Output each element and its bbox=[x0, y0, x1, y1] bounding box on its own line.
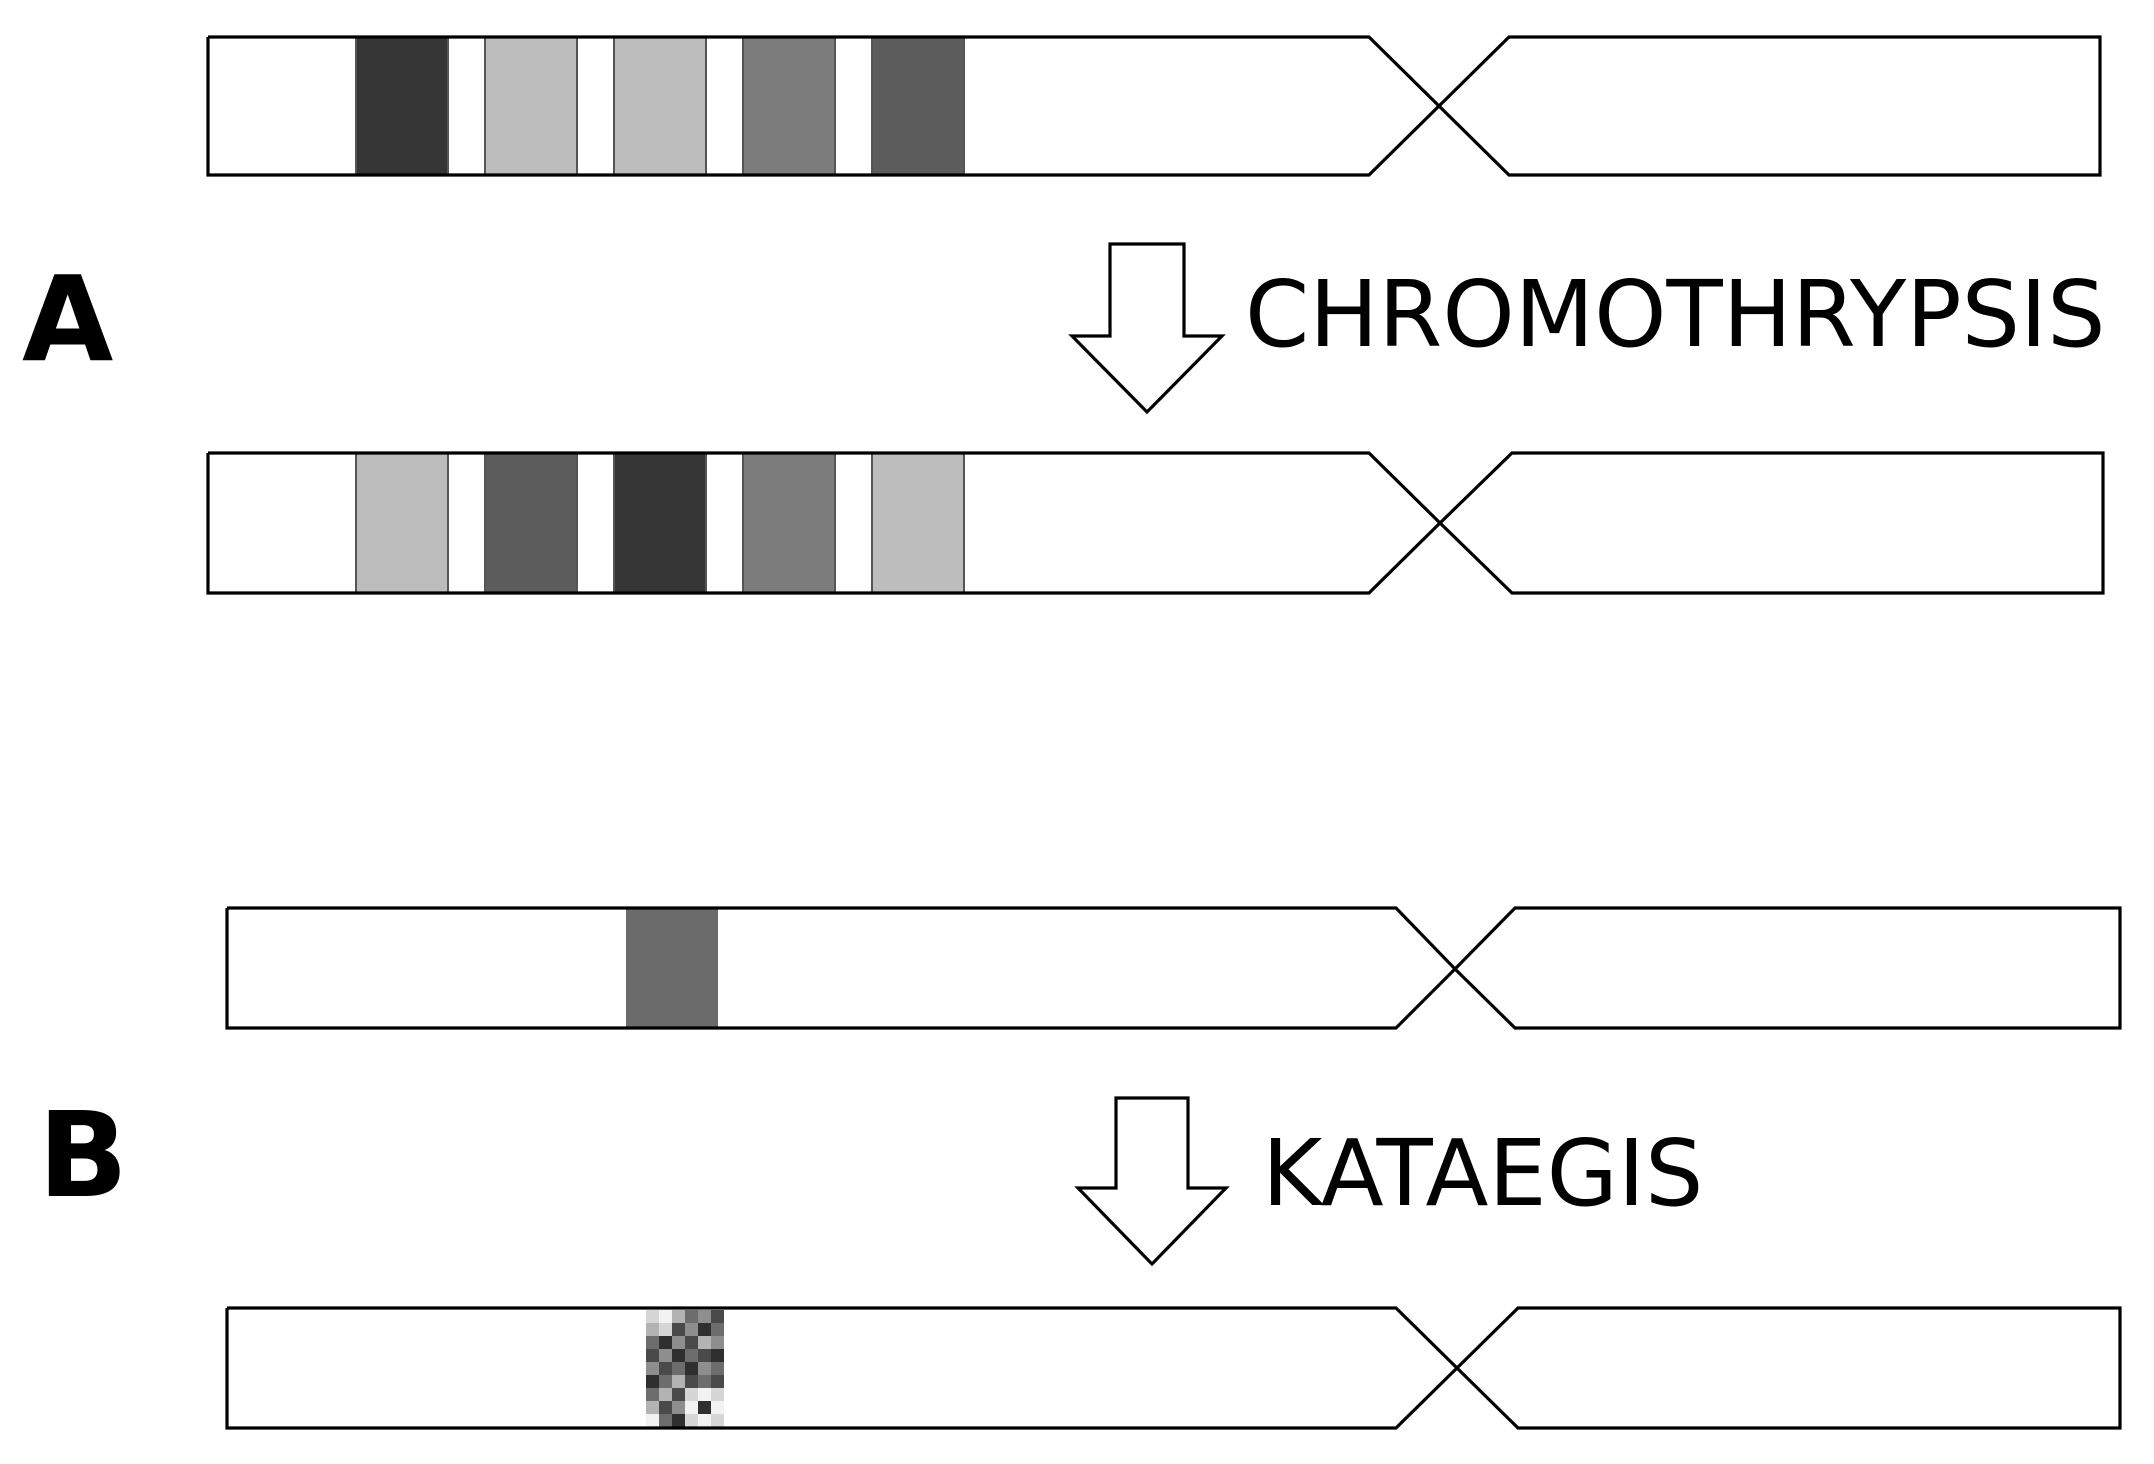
mutation-cell bbox=[646, 1349, 659, 1362]
mutation-cell bbox=[698, 1362, 711, 1375]
band-a-after-3 bbox=[613, 452, 707, 594]
mutation-cell bbox=[672, 1388, 685, 1401]
chromosome-a-after bbox=[206, 451, 2105, 595]
mutation-cell bbox=[646, 1414, 659, 1427]
mutation-cell bbox=[659, 1336, 672, 1349]
band-a-before-4 bbox=[742, 36, 836, 176]
panel-a-label: A bbox=[22, 250, 113, 388]
mutation-cell bbox=[659, 1362, 672, 1375]
kataegis-label: KATAEGIS bbox=[1262, 1120, 1703, 1227]
mutation-cell bbox=[711, 1362, 724, 1375]
band-a-after-5 bbox=[871, 452, 965, 594]
mutation-cell bbox=[698, 1388, 711, 1401]
mutation-cell bbox=[685, 1310, 698, 1323]
mutation-cell bbox=[672, 1349, 685, 1362]
mutation-cell bbox=[659, 1375, 672, 1388]
chromothrypsis-label: CHROMOTHRYPSIS bbox=[1245, 261, 2106, 368]
mutation-cell bbox=[659, 1349, 672, 1362]
mutation-cell bbox=[711, 1388, 724, 1401]
mutation-cell bbox=[711, 1375, 724, 1388]
mutation-cell bbox=[672, 1375, 685, 1388]
down-arrow-icon bbox=[1074, 1096, 1230, 1267]
mutation-cell bbox=[685, 1375, 698, 1388]
mutation-cell bbox=[659, 1310, 672, 1323]
chromosome-b-before-outline bbox=[225, 906, 2122, 1030]
mutation-cell bbox=[711, 1414, 724, 1427]
mutation-cell bbox=[685, 1349, 698, 1362]
mutation-cell bbox=[646, 1310, 659, 1323]
mutation-cell bbox=[646, 1323, 659, 1336]
mutation-cell bbox=[698, 1349, 711, 1362]
mutation-cell bbox=[672, 1336, 685, 1349]
mutation-cell bbox=[698, 1323, 711, 1336]
mutation-cell bbox=[646, 1388, 659, 1401]
chromothrypsis-arrow bbox=[1068, 242, 1226, 415]
mutation-cell bbox=[646, 1362, 659, 1375]
mutation-cell bbox=[711, 1323, 724, 1336]
mutation-cell bbox=[672, 1401, 685, 1414]
mutation-cell bbox=[698, 1375, 711, 1388]
kataegis-arrow bbox=[1074, 1096, 1230, 1267]
mutation-cell bbox=[672, 1323, 685, 1336]
chromosome-a-after-bands bbox=[355, 452, 965, 594]
band-a-before-3 bbox=[613, 36, 707, 176]
mutated-band bbox=[646, 1310, 724, 1427]
mutation-cell bbox=[659, 1401, 672, 1414]
band-a-after-2 bbox=[484, 452, 578, 594]
mutation-cell bbox=[698, 1310, 711, 1323]
band-a-before-5 bbox=[871, 36, 965, 176]
chromosome-a-before-bands bbox=[355, 36, 965, 176]
mutation-cell bbox=[659, 1323, 672, 1336]
mutation-cell bbox=[685, 1388, 698, 1401]
mutation-cell bbox=[685, 1362, 698, 1375]
mutation-cell bbox=[685, 1336, 698, 1349]
mutation-cell bbox=[685, 1401, 698, 1414]
band-a-before-1 bbox=[355, 36, 449, 176]
mutation-cell bbox=[672, 1310, 685, 1323]
mutation-cell bbox=[711, 1401, 724, 1414]
band-a-after-1 bbox=[355, 452, 449, 594]
mutation-cell bbox=[659, 1388, 672, 1401]
mutation-cell bbox=[711, 1349, 724, 1362]
chromosome-b-after-outline bbox=[225, 1306, 2122, 1430]
chromosome-b-before bbox=[225, 906, 2122, 1030]
mutation-cell bbox=[646, 1401, 659, 1414]
band-b-before bbox=[626, 908, 718, 1027]
chromosome-a-before-outline bbox=[206, 35, 2102, 177]
chromosome-b-after bbox=[225, 1306, 2122, 1430]
mutation-cell bbox=[711, 1310, 724, 1323]
panel-b-label: B bbox=[38, 1086, 128, 1224]
chromosome-a-after-outline bbox=[206, 451, 2105, 595]
mutation-cell bbox=[698, 1336, 711, 1349]
band-a-before-2 bbox=[484, 36, 578, 176]
chromosome-a-before bbox=[206, 35, 2102, 177]
band-a-after-4 bbox=[742, 452, 836, 594]
mutation-cell bbox=[646, 1336, 659, 1349]
down-arrow-icon bbox=[1068, 242, 1226, 415]
mutation-cell bbox=[685, 1323, 698, 1336]
mutation-cell bbox=[698, 1401, 711, 1414]
mutation-cell bbox=[711, 1336, 724, 1349]
mutation-cell bbox=[659, 1414, 672, 1427]
mutation-cell bbox=[672, 1414, 685, 1427]
mutation-cell bbox=[685, 1414, 698, 1427]
mutation-cell bbox=[698, 1414, 711, 1427]
mutation-cell bbox=[672, 1362, 685, 1375]
mutation-cell bbox=[646, 1375, 659, 1388]
